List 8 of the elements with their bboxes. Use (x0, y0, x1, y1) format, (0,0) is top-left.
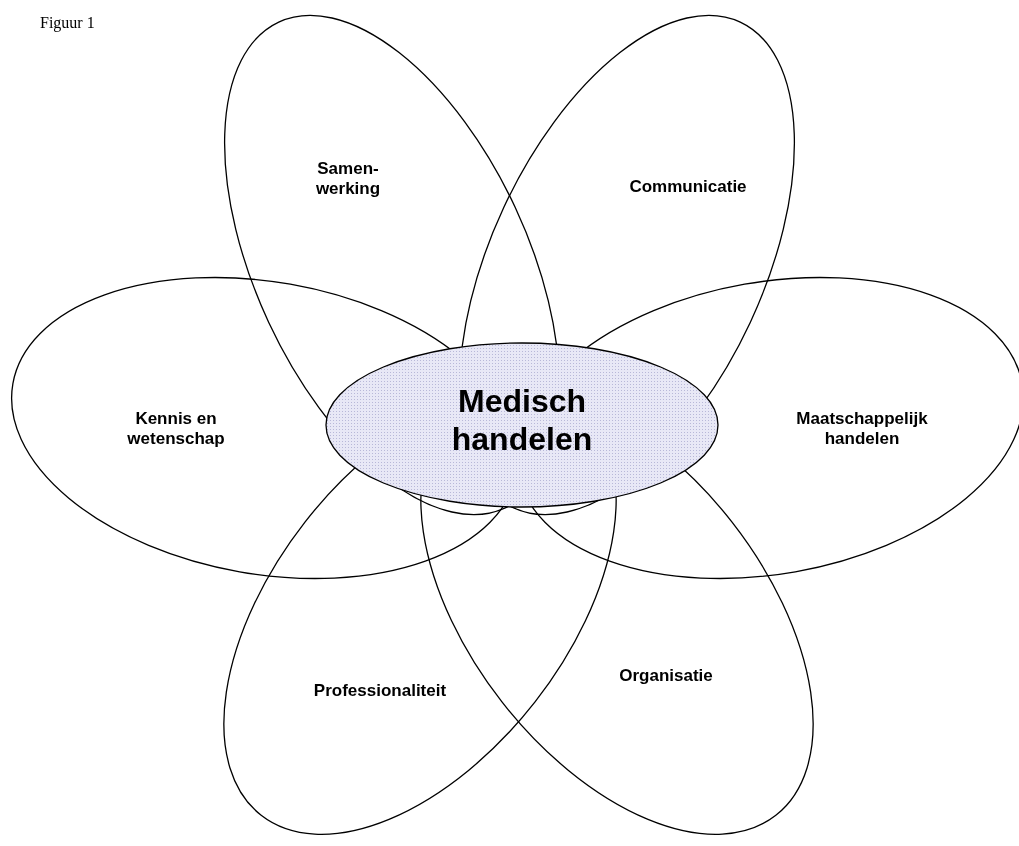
petal-label: Samen- werking (315, 158, 381, 198)
petal-label: Kennis en wetenschap (127, 408, 225, 448)
petal-label: Maatschappelijk handelen (796, 408, 928, 448)
center-label: Medisch handelen (451, 383, 593, 458)
petal-label: Professionaliteit (313, 680, 447, 700)
petal-label: Communicatie (629, 176, 747, 196)
petal-label: Organisatie (619, 665, 713, 685)
figure-title: Figuur 1 (40, 14, 95, 32)
